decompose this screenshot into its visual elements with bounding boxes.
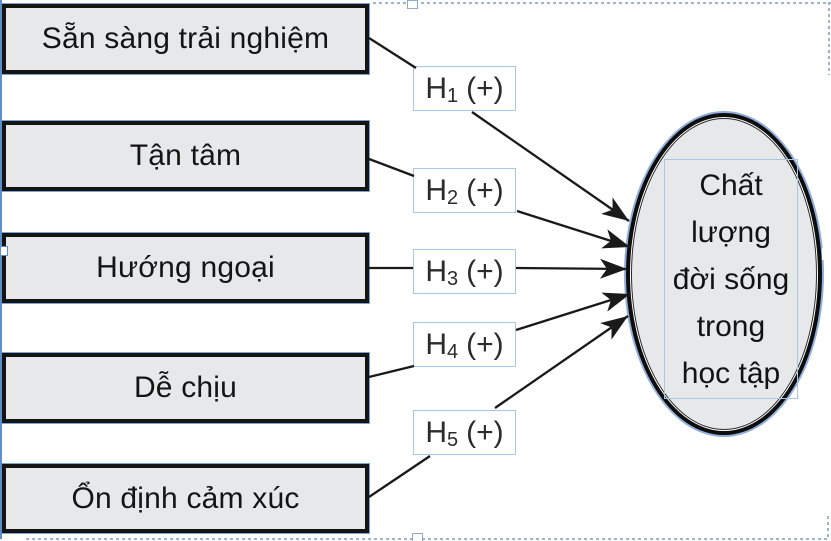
arrow-h4-to-outcome[interactable] <box>515 292 631 332</box>
hypothesis-subscript: 3 <box>447 268 459 290</box>
outcome-text-line: lượng <box>691 215 771 249</box>
arrow-h3-to-outcome[interactable] <box>515 258 628 279</box>
outcome-text-line: đời sống <box>672 262 790 296</box>
canvas-resize-handle-bottom[interactable] <box>412 533 423 541</box>
hypothesis-symbol: H <box>425 173 448 207</box>
predictor-label: Sẵn sàng trải nghiệm <box>41 22 330 55</box>
hypothesis-subscript: 4 <box>447 341 459 363</box>
hypothesis-sign: (+) <box>466 254 504 288</box>
connector-box4-to-h4[interactable] <box>368 364 415 379</box>
canvas-resize-handle-top[interactable] <box>407 0 418 9</box>
connector-box2-to-h2[interactable] <box>368 157 415 178</box>
left-selection-guide-line <box>0 0 2 539</box>
predictor-box-extraversion[interactable]: Hướng ngoại <box>1 232 370 304</box>
hypothesis-symbol: H <box>425 415 448 449</box>
arrow-h2-to-outcome[interactable] <box>516 209 631 249</box>
hypothesis-symbol: H <box>425 327 448 361</box>
canvas-resize-handle-right[interactable] <box>822 248 831 260</box>
outcome-ellipse-inner-ring <box>631 118 817 430</box>
connector-box1-to-h1[interactable] <box>368 37 417 69</box>
predictor-label: Tận tâm <box>129 139 242 172</box>
hypothesis-symbol: H <box>425 71 448 105</box>
hypothesis-sign: (+) <box>466 173 504 207</box>
predictor-box-emotional-stability[interactable]: Ổn định cảm xúc <box>1 463 370 534</box>
canvas-dashed-border-right-corner <box>827 516 829 539</box>
hypothesis-subscript: 1 <box>447 85 459 107</box>
outcome-textbox[interactable]: Chất lượng đời sống trong học tập <box>664 159 798 399</box>
outcome-ellipse[interactable] <box>626 113 822 435</box>
hypothesis-subscript: 2 <box>447 187 459 209</box>
predictor-box-openness[interactable]: Sẵn sàng trải nghiệm <box>1 3 370 75</box>
outcome-text-line: học tập <box>681 356 781 390</box>
canvas-dashed-border-right <box>828 2 830 75</box>
predictor-label: Dễ chịu <box>133 371 238 404</box>
hypothesis-sign: (+) <box>466 327 504 361</box>
outcome-text-line: Chất <box>699 168 763 202</box>
hypothesis-sign: (+) <box>466 71 504 105</box>
predictor-label: Ổn định cảm xúc <box>71 481 300 515</box>
canvas-dashed-border-top <box>373 2 831 4</box>
hypothesis-subscript: 5 <box>447 429 459 451</box>
canvas-resize-handle-left[interactable] <box>0 246 8 256</box>
predictor-box-agreeableness[interactable]: Dễ chịu <box>1 352 370 424</box>
hypothesis-sign: (+) <box>466 415 504 449</box>
predictor-box-conscientiousness[interactable]: Tận tâm <box>1 120 370 192</box>
outcome-text-line: trong <box>696 309 766 343</box>
hypothesis-symbol: H <box>425 254 448 288</box>
connector-box5-to-h5[interactable] <box>368 455 431 498</box>
predictor-label: Hướng ngoại <box>96 251 275 284</box>
canvas-dashed-border-bottom <box>26 538 827 540</box>
